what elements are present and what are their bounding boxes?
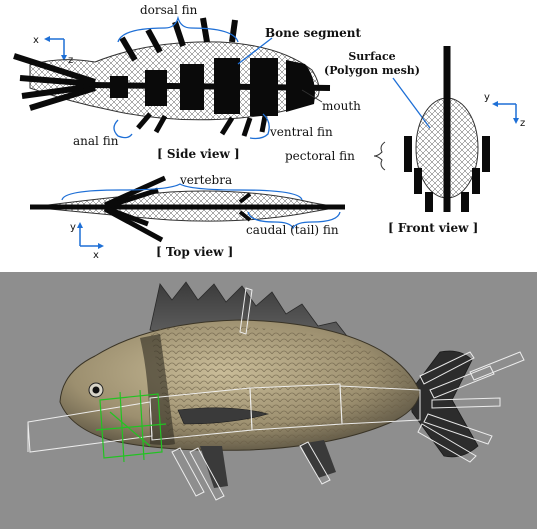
surface-label-line2: (Polygon mesh) <box>324 64 420 77</box>
render-panel <box>0 272 537 529</box>
anal-fin-label: anal fin <box>73 134 119 148</box>
pectoral-fin-brace <box>374 142 385 170</box>
render-pupil <box>93 387 100 394</box>
side-view: x z <box>14 3 362 161</box>
vertebra-label: vertebra <box>179 173 232 187</box>
front-view-caption: [ Front view ] <box>388 221 478 235</box>
pectoral-fin-label: pectoral fin <box>285 149 355 163</box>
ventral-fin-label: ventral fin <box>269 125 333 139</box>
front-view-axis-indicator: y z <box>484 92 525 129</box>
mouth-label: mouth <box>322 99 361 113</box>
top-view-axis-indicator: y x <box>70 222 104 261</box>
side-view-caption: [ Side view ] <box>157 147 240 161</box>
ventral-fin-bracket <box>250 114 269 139</box>
dorsal-fin-label: dorsal fin <box>140 3 198 17</box>
surface-label-line1: Surface <box>348 50 395 63</box>
top-axis-y-label: y <box>70 222 76 233</box>
front-axis-z-label: z <box>520 118 525 129</box>
top-view-caption: [ Top view ] <box>156 245 233 259</box>
top-axis-x-label: x <box>93 250 99 261</box>
bone-segment-label: Bone segment <box>265 26 362 40</box>
top-view: y x vertebra caudal (tail) fin [ Top vie… <box>30 173 345 261</box>
caudal-fin-label: caudal (tail) fin <box>246 223 339 237</box>
front-axis-y-label: y <box>484 92 490 103</box>
side-axis-x-label: x <box>33 35 39 46</box>
